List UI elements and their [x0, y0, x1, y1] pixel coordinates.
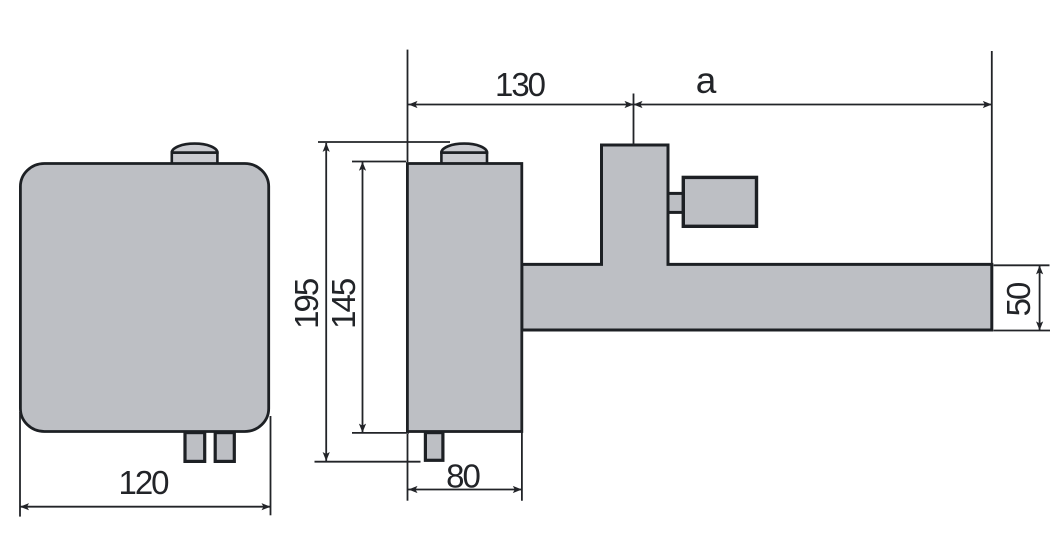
- svg-text:120: 120: [118, 464, 169, 501]
- svg-text:130: 130: [495, 66, 546, 103]
- svg-text:145: 145: [325, 279, 362, 329]
- svg-text:a: a: [696, 60, 717, 101]
- svg-text:50: 50: [1000, 282, 1037, 316]
- svg-text:195: 195: [288, 279, 325, 329]
- svg-text:80: 80: [446, 458, 480, 495]
